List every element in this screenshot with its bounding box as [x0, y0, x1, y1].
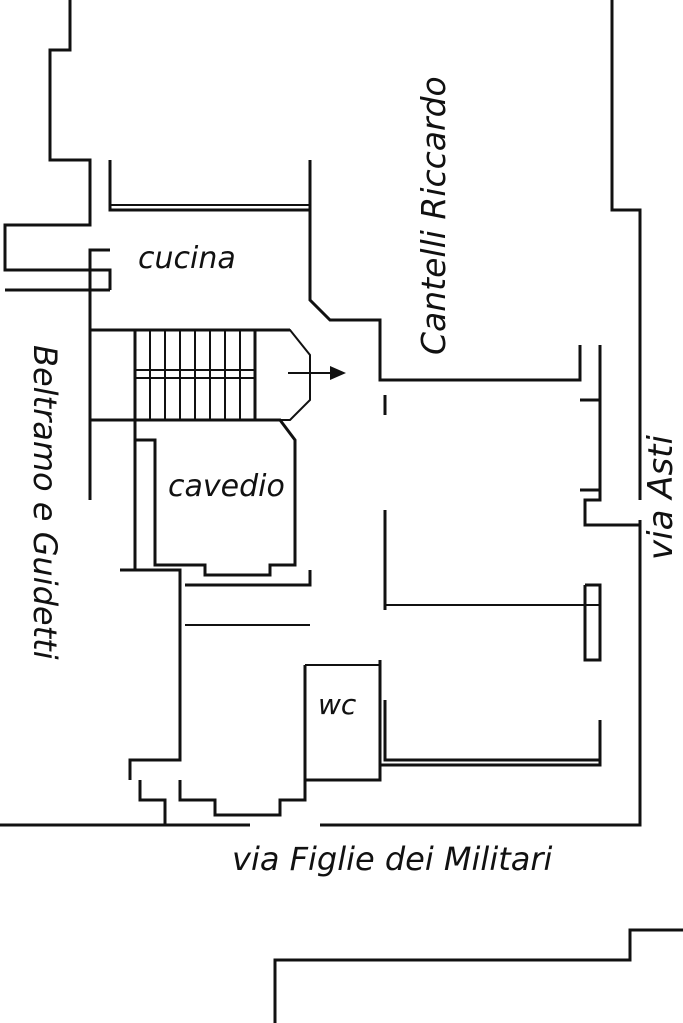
staircase — [133, 328, 311, 422]
lower-building-outline — [273, 928, 683, 1023]
label-kitchen: cucina — [138, 241, 236, 276]
building-walls — [88, 160, 640, 825]
label-street-bottom: via Figlie dei Militari — [232, 840, 553, 878]
neighbor-outline-right — [0, 0, 642, 827]
label-street-right: via Asti — [641, 434, 681, 560]
label-courtyard: cavedio — [168, 469, 285, 504]
label-neighbor-left: Beltramo e Guidetti — [26, 345, 64, 660]
label-toilet: wc — [318, 688, 357, 721]
neighbor-outline-left — [3, 0, 112, 292]
entrance-arrow-icon — [288, 366, 346, 380]
label-neighbor-top: Cantelli Riccardo — [414, 76, 453, 355]
